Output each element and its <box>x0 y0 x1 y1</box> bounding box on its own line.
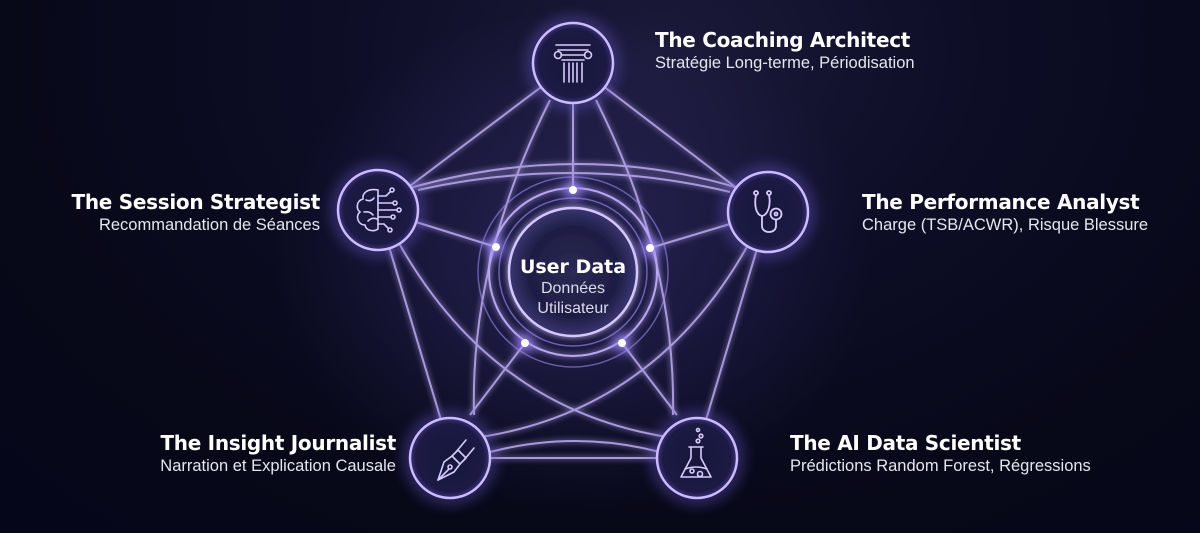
node-coaching-architect[interactable] <box>525 15 621 111</box>
node-ai-data-scientist[interactable] <box>649 410 745 506</box>
connection-lines <box>377 62 769 459</box>
node-performance-analyst[interactable] <box>720 164 816 260</box>
node-subtitle: Recommandation de Séances <box>98 216 320 234</box>
node-subtitle: Narration et Explication Causale <box>160 457 396 475</box>
node-title: The AI Data Scientist <box>790 431 1021 455</box>
node-subtitle: Prédictions Random Forest, Régressions <box>790 457 1091 475</box>
node-subtitle: Charge (TSB/ACWR), Risque Blessure <box>862 216 1149 234</box>
node-insight-journalist[interactable] <box>402 410 498 506</box>
label-ai-data-scientist: The AI Data Scientist Prédictions Random… <box>790 431 1091 477</box>
center-subtitle-line2: Utilisateur <box>537 300 609 317</box>
fountain-pen-icon <box>437 439 475 481</box>
flask-icon <box>680 427 712 478</box>
glow-dots <box>487 181 659 352</box>
node-session-strategist[interactable] <box>330 162 426 258</box>
column-icon <box>553 44 593 83</box>
label-session-strategist: The Session Strategist Recommandation de… <box>71 190 321 236</box>
node-subtitle: Stratégie Long-terme, Périodisation <box>655 54 915 72</box>
label-insight-journalist: The Insight Journalist Narration et Expl… <box>160 431 396 477</box>
label-performance-analyst: The Performance Analyst Charge (TSB/ACWR… <box>862 190 1148 236</box>
center-label: User Data Données Utilisateur <box>503 255 643 319</box>
user-data-hub[interactable] <box>477 176 669 368</box>
stethoscope-icon <box>753 190 783 233</box>
node-title: The Session Strategist <box>71 190 321 214</box>
center-title: User Data <box>519 256 627 278</box>
label-coaching-architect: The Coaching Architect Stratégie Long-te… <box>655 28 915 74</box>
node-title: The Coaching Architect <box>655 28 911 52</box>
center-subtitle-line1: Données <box>540 280 606 297</box>
brain-circuit-icon <box>356 187 402 233</box>
node-title: The Performance Analyst <box>862 190 1140 214</box>
node-title: The Insight Journalist <box>160 431 396 455</box>
